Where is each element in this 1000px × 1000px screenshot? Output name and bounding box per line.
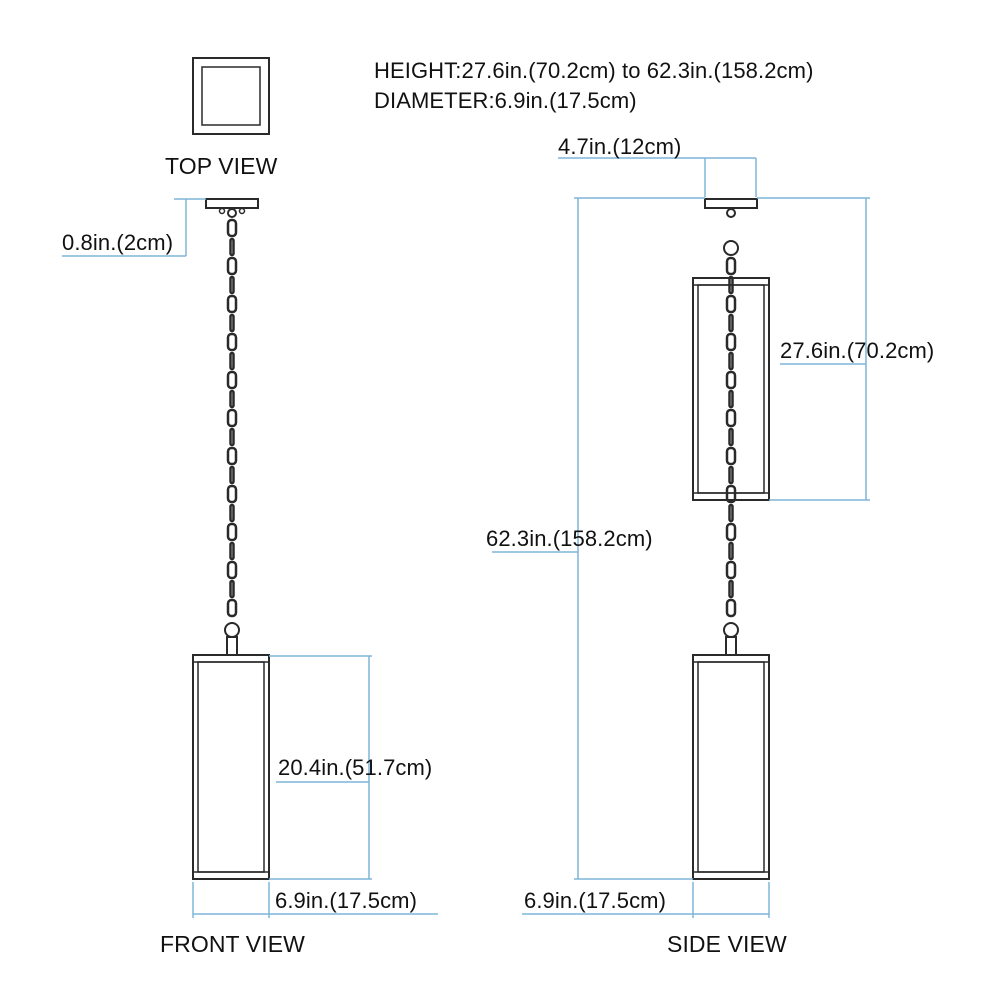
side-lantern-raised [692, 277, 770, 501]
chain-link [725, 598, 737, 618]
chain-link [226, 598, 238, 618]
chain-link [226, 560, 238, 580]
chain-link [229, 313, 235, 333]
chain-link [229, 389, 235, 409]
chain-link [728, 541, 734, 561]
front-width-dimension: 6.9in.(17.5cm) [275, 888, 418, 913]
chain-link [226, 218, 238, 238]
front-lantern-body [192, 654, 270, 880]
side-view-label: SIDE VIEW [667, 931, 787, 957]
chain-link [725, 484, 737, 504]
front-canopy [205, 198, 259, 209]
side-view-drawing [692, 198, 770, 880]
diameter-spec: DIAMETER:6.9in.(17.5cm) [374, 88, 637, 113]
chain-link [226, 294, 238, 314]
min-height-dimension: 27.6in.(70.2cm) [780, 338, 935, 363]
front-view-drawing [192, 198, 270, 880]
canopy-height-dimension: 0.8in.(2cm) [62, 230, 174, 255]
chain-link [226, 370, 238, 390]
chain-link [229, 275, 235, 295]
chain-link [725, 522, 737, 542]
chain-link [725, 370, 737, 390]
chain-link [725, 256, 737, 276]
chain-link [725, 332, 737, 352]
chain-link [229, 579, 235, 599]
side-canopy [704, 198, 758, 209]
front-view-label: FRONT VIEW [160, 931, 305, 957]
chain-link [226, 256, 238, 276]
chain-link [728, 465, 734, 485]
canopy-width-dimension: 4.7in.(12cm) [558, 134, 682, 159]
dimension-lines [62, 157, 870, 918]
chain-link [229, 427, 235, 447]
side-lantern-body [692, 654, 770, 880]
top-view-label: TOP VIEW [165, 153, 278, 179]
chain-link [229, 541, 235, 561]
front-chain [226, 218, 238, 618]
side-width-dimension: 6.9in.(17.5cm) [524, 888, 667, 913]
chain-link [728, 503, 734, 523]
chain-link [226, 408, 238, 428]
chain-link [728, 389, 734, 409]
chain-link [229, 351, 235, 371]
chain-link [728, 579, 734, 599]
front-body-height-dimension: 20.4in.(51.7cm) [278, 755, 433, 780]
chain-link [725, 560, 737, 580]
chain-link [226, 522, 238, 542]
chain-link [226, 446, 238, 466]
max-height-dimension: 62.3in.(158.2cm) [486, 526, 653, 551]
height-spec: HEIGHT:27.6in.(70.2cm) to 62.3in.(158.2c… [374, 58, 814, 83]
chain-link [728, 313, 734, 333]
side-chain [725, 256, 737, 618]
chain-link [725, 446, 737, 466]
chain-link [226, 332, 238, 352]
top-view-drawing [192, 57, 270, 135]
chain-link [728, 427, 734, 447]
chain-link [725, 408, 737, 428]
chain-link [725, 294, 737, 314]
chain-link [229, 503, 235, 523]
chain-link [226, 484, 238, 504]
chain-link [229, 465, 235, 485]
chain-link [229, 237, 235, 257]
chain-link [728, 351, 734, 371]
